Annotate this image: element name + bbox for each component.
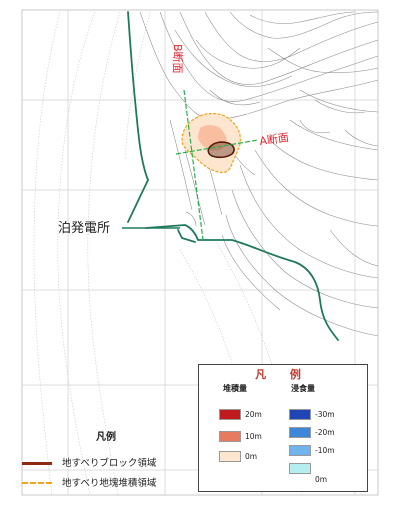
- deposit-header: 堆積量: [223, 384, 247, 393]
- erosion-label-30m: -30m: [315, 410, 335, 419]
- landslide-deposit-area: [181, 112, 241, 174]
- section-b-label: B断面: [171, 44, 185, 74]
- legend-volume-title: 凡 例: [255, 368, 311, 381]
- plant-small-contour: [185, 211, 197, 227]
- erosion-swatch-0m: [289, 463, 311, 474]
- legend-label-deposit: 地すべり地塊堆積領域: [62, 478, 157, 489]
- deposit-swatch-0m: [219, 451, 241, 462]
- deposit-label-10m: 10m: [245, 432, 262, 441]
- legend-line-deposit: [22, 482, 52, 484]
- section-a-label: A断面: [258, 130, 289, 148]
- erosion-swatch-30m: [289, 409, 311, 420]
- coastline: [127, 11, 339, 341]
- deposit-swatch-20m: [219, 409, 241, 420]
- erosion-label-10m: -10m: [315, 446, 335, 455]
- plant-label: 泊発電所: [58, 221, 110, 236]
- deposit-swatch-10m: [219, 431, 241, 442]
- legend-landslide: 凡例 地すべりブロック領域 地すべり地塊堆積領域: [22, 428, 197, 498]
- legend-line-block: [22, 462, 52, 465]
- erosion-label-0m: 0m: [315, 475, 328, 484]
- landslide-block-area: [207, 141, 235, 159]
- legend-landslide-title: 凡例: [96, 432, 116, 443]
- section-line-b: [183, 89, 204, 241]
- erosion-header: 浸食量: [291, 384, 315, 393]
- erosion-swatch-10m: [289, 445, 311, 456]
- deposit-label-20m: 20m: [245, 410, 262, 419]
- section-lines: [175, 89, 259, 241]
- deposit-label-0m: 0m: [245, 452, 258, 461]
- erosion-label-20m: -20m: [315, 428, 335, 437]
- legend-volume: 凡 例 堆積量 浸食量 20m 10m 0m -30m -20m -10m 0m: [198, 364, 368, 492]
- erosion-swatch-20m: [289, 427, 311, 438]
- legend-label-block: 地すべりブロック領域: [62, 458, 157, 469]
